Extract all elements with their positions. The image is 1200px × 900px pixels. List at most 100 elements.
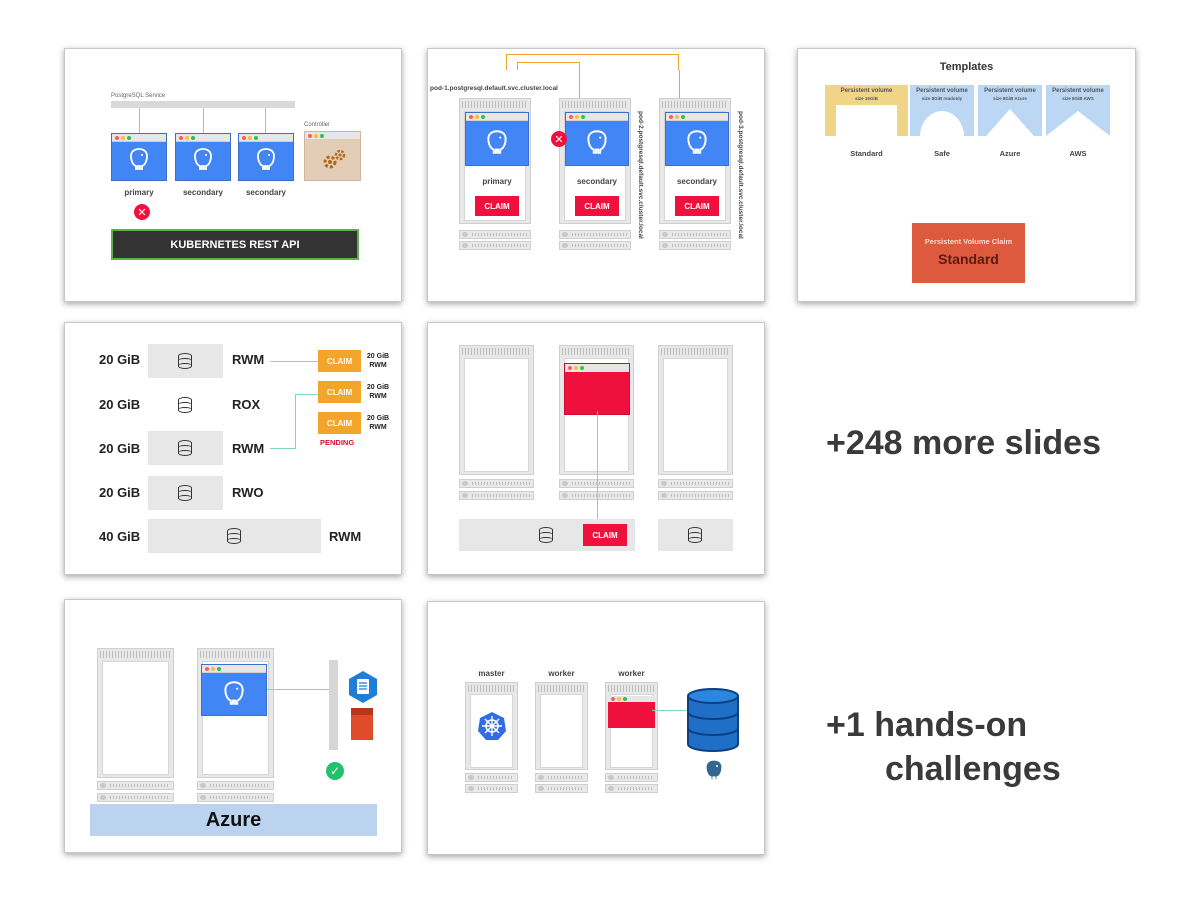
- template-name: Persistent volume: [1052, 88, 1104, 94]
- slide-thumbnail-volume-attach[interactable]: CLAIM: [427, 322, 765, 575]
- rack-unit: [459, 230, 531, 239]
- pod-window: [608, 696, 655, 728]
- challenges-text: challenges: [885, 750, 1061, 788]
- connector: [652, 710, 690, 711]
- connector: [517, 62, 580, 70]
- slide-thumbnail-dns[interactable]: pod-1.postgresql.default.svc.cluster.loc…: [427, 48, 765, 302]
- hands-on-text: +1 hands-on: [826, 706, 1028, 744]
- template-size: size 8GiB AWS: [1062, 96, 1094, 101]
- template-label: AWS: [1069, 149, 1087, 158]
- storage-pool: [658, 519, 733, 551]
- rack-unit: [197, 793, 274, 802]
- pod-label: primary: [482, 177, 512, 186]
- template-label: Safe: [934, 149, 950, 158]
- pv-box: [148, 519, 321, 553]
- dns-label: pod-3.postgresql.default.svc.cluster.loc…: [737, 111, 744, 239]
- server-rack: [97, 648, 174, 778]
- postgres-elephant-icon: [257, 148, 275, 171]
- server-rack: [658, 345, 733, 475]
- node-label: master: [478, 669, 505, 678]
- dns-label: pod-2.postgresql.default.svc.cluster.loc…: [637, 111, 644, 239]
- rack-unit: [465, 773, 518, 782]
- slide-thumbnail-access-modes[interactable]: 20 GiB RWM 20 GiB ROX 20 GiB RWM 20 GiB …: [64, 322, 402, 575]
- database-icon: [178, 397, 192, 413]
- slide-thumbnail-service[interactable]: PostgreSQL Service Controller primary se…: [64, 48, 402, 302]
- pod-primary: [111, 133, 167, 181]
- template-size: size 8GiB Azure: [993, 96, 1027, 101]
- connector: [139, 108, 140, 134]
- pv-mode: RWM: [329, 529, 362, 544]
- connector: [506, 54, 679, 70]
- error-icon: ✕: [134, 204, 150, 220]
- rack-unit: [535, 773, 588, 782]
- pv-size: 20 GiB: [99, 352, 141, 367]
- rack-unit: [559, 479, 634, 488]
- pvc-box: Persistent Volume Claim Standard: [912, 223, 1025, 283]
- connector: [295, 394, 318, 395]
- template-standard: Persistent volume size 15GiB: [825, 85, 908, 136]
- rack-unit: [605, 773, 658, 782]
- claim-badge: CLAIM: [318, 381, 361, 403]
- database-icon: [688, 527, 702, 543]
- database-icon: [178, 440, 192, 456]
- rack-unit: [459, 241, 531, 250]
- pod-label: secondary: [182, 188, 224, 197]
- template-safe: Persistent volume size 8GiB readonly: [910, 85, 974, 136]
- connector: [679, 70, 680, 115]
- service-label: PostgreSQL Service: [111, 93, 166, 99]
- claim-badge: CLAIM: [675, 196, 719, 216]
- claim-badge: CLAIM: [575, 196, 619, 216]
- connector: [203, 108, 204, 134]
- server-rack: [535, 682, 588, 770]
- database-icon: [178, 485, 192, 501]
- pv-size: 20 GiB: [99, 397, 141, 412]
- connector: [270, 448, 296, 449]
- pod-secondary: [175, 133, 231, 181]
- postgres-elephant-icon: [705, 759, 723, 781]
- slide-thumbnail-azure[interactable]: ✓ Azure: [64, 599, 402, 853]
- service-bar: [111, 101, 295, 108]
- connector: [270, 361, 318, 362]
- azure-banner: Azure: [90, 804, 377, 836]
- template-azure: Persistent volume size 8GiB Azure: [978, 85, 1042, 136]
- template-name: Persistent volume: [840, 88, 893, 94]
- template-name: Persistent volume: [916, 88, 968, 94]
- postgres-elephant-icon: [194, 148, 212, 171]
- claim-badge: CLAIM: [318, 350, 361, 372]
- postgres-elephant-icon: [687, 129, 707, 154]
- pending-label: PENDING: [320, 438, 355, 447]
- database-icon: [687, 688, 739, 752]
- pod-label: secondary: [576, 177, 618, 186]
- pv-mode: RWO: [232, 485, 264, 500]
- pod-window: [564, 363, 630, 415]
- connector: [597, 411, 598, 525]
- slide-thumbnail-templates[interactable]: Templates Persistent volume size 15GiB P…: [797, 48, 1136, 302]
- gears-icon: [323, 149, 346, 169]
- dns-label: pod-1.postgresql.default.svc.cluster.loc…: [430, 85, 558, 92]
- connector: [295, 394, 296, 448]
- attach-bar: [329, 660, 338, 750]
- server-rack: [459, 345, 534, 475]
- rack-unit: [459, 479, 534, 488]
- postgres-elephant-icon: [487, 129, 507, 154]
- template-name: Persistent volume: [984, 88, 1036, 94]
- pv-size: 20 GiB: [99, 485, 141, 500]
- rack-unit: [535, 784, 588, 793]
- pv-box: [148, 431, 223, 465]
- postgres-elephant-icon: [587, 129, 607, 154]
- database-icon: [227, 528, 241, 544]
- pod-label: primary: [124, 188, 154, 197]
- rack-unit: [659, 230, 731, 239]
- templates-title: Templates: [939, 61, 994, 73]
- node-label: worker: [548, 669, 575, 678]
- error-icon: ✕: [551, 131, 567, 147]
- pv-box: [148, 476, 223, 510]
- pv-size: 20 GiB: [99, 441, 141, 456]
- connector: [267, 689, 329, 690]
- slide-thumbnail-cluster[interactable]: master worker worker: [427, 601, 765, 855]
- pvc-value: Standard: [938, 251, 999, 267]
- rack-unit: [97, 781, 174, 790]
